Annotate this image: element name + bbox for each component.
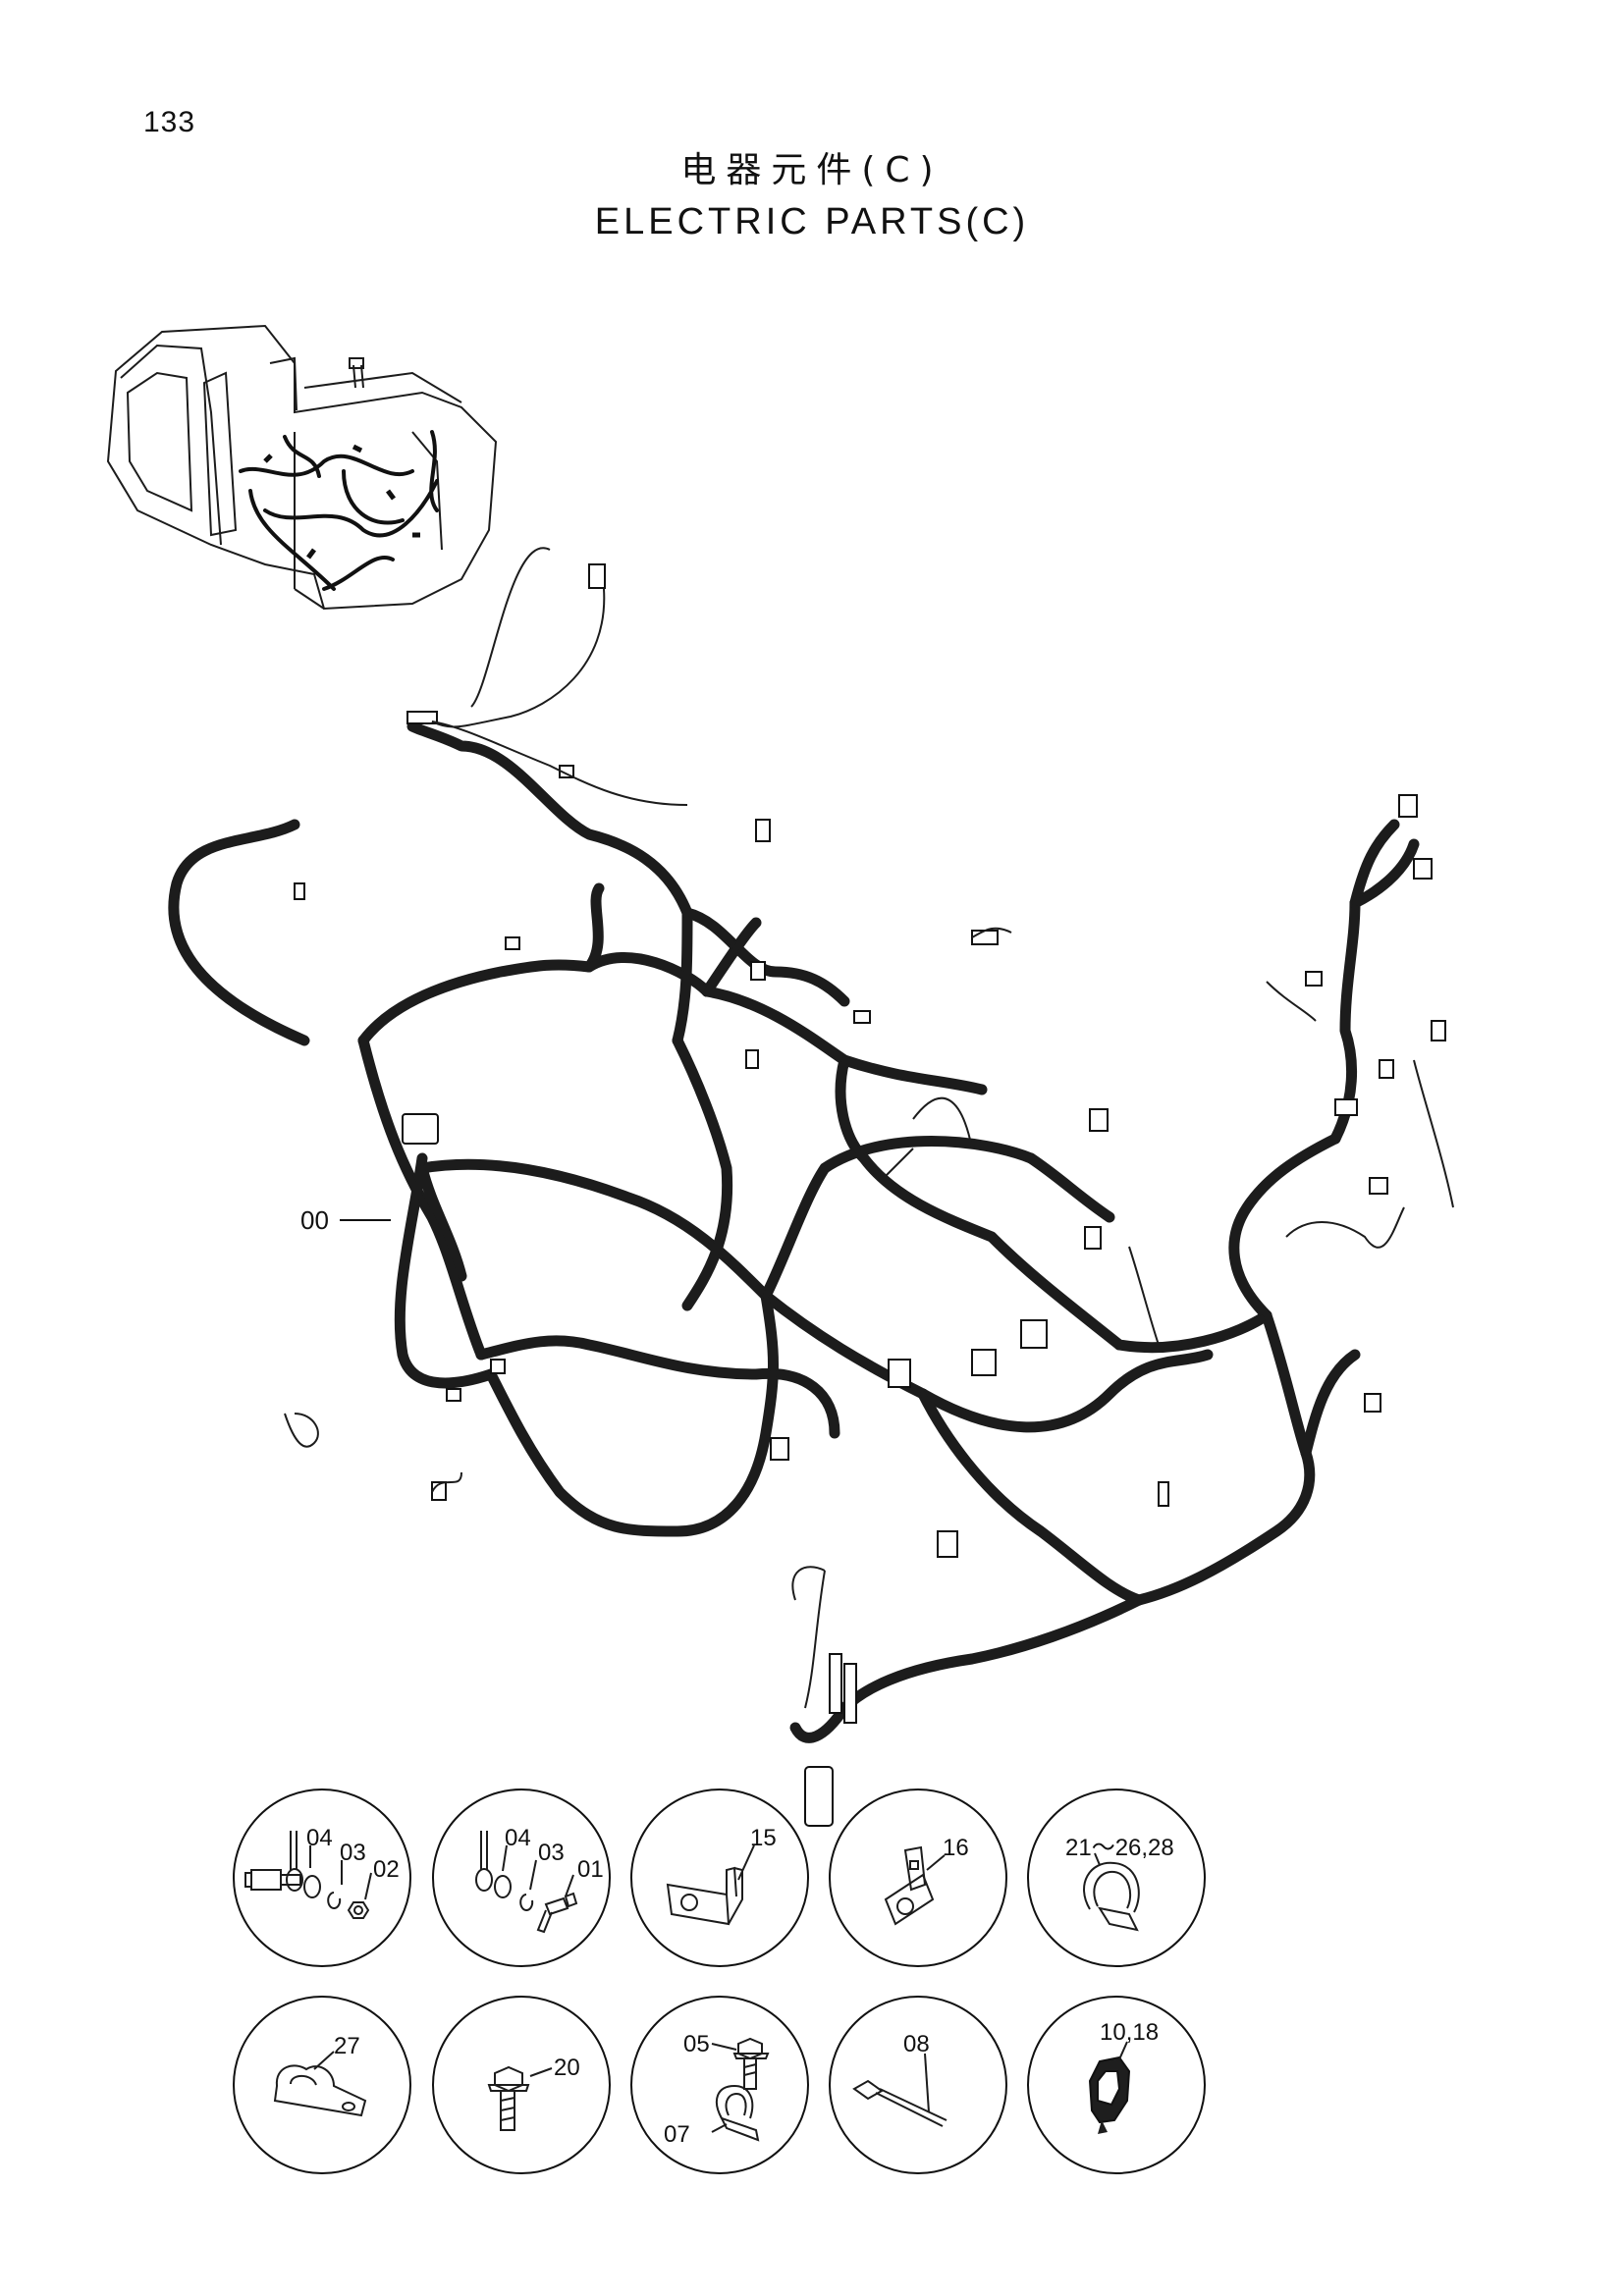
page-number: 133 [143,106,196,138]
excavator-overview-illustration [106,324,498,611]
detail-clamp-05-07: 05 07 [630,1996,809,2174]
detail-bracket-16: 16 [829,1789,1007,1967]
callout-07: 07 [664,2121,690,2148]
callout-10-18: 10,18 [1100,2019,1159,2046]
detail-clamp-27: 27 [233,1996,411,2174]
callout-21-28: 21～26,28 [1065,1835,1174,1861]
detail-tie-08: 08 [829,1996,1007,2174]
callout-03: 03 [340,1840,366,1866]
callout-20: 20 [554,2055,580,2081]
callout-27: 27 [334,2033,360,2059]
callout-08: 08 [903,2031,930,2057]
callout-01: 01 [577,1856,604,1883]
detail-clamp-21-28: 21～26,28 [1027,1789,1206,1967]
callout-04: 04 [306,1825,333,1851]
detail-ground-bolt: 04 03 01 [432,1789,611,1967]
callout-15: 15 [750,1825,777,1851]
title-block: 电器元件(C) ELECTRIC PARTS(C) [0,147,1624,249]
title-chinese: 电器元件(C) [680,150,944,190]
detail-ground-bolt-nut: 04 03 02 [233,1789,411,1967]
callout-03b: 03 [538,1840,565,1866]
detail-bracket-15: 15 [630,1789,809,1967]
detail-clip-10-18: 10,18 [1027,1996,1206,2174]
title-english: ELECTRIC PARTS(C) [594,201,1030,242]
callout-05: 05 [683,2031,710,2057]
callout-00: 00 [300,1205,329,1235]
callout-04b: 04 [505,1825,531,1851]
callout-16: 16 [943,1835,969,1861]
main-harness-assembly: 00 [174,547,1454,1827]
detail-bolt-20: 20 [432,1996,611,2174]
callout-02: 02 [373,1856,400,1883]
